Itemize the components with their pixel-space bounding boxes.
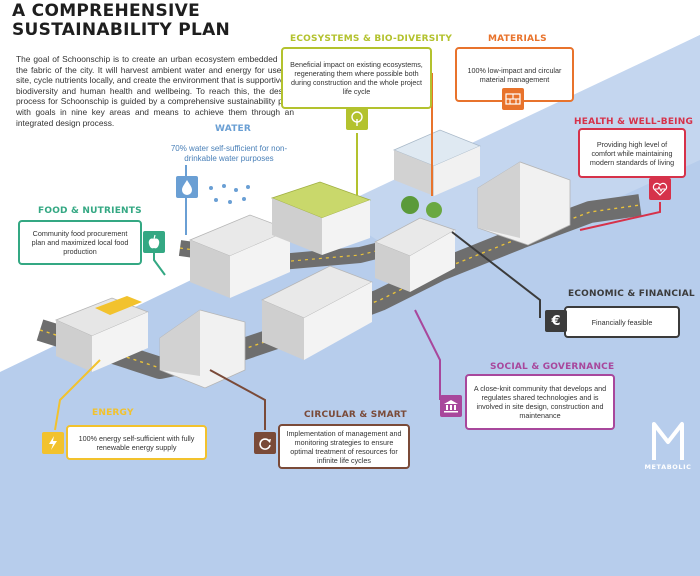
- house-right: [477, 161, 571, 246]
- ecosystems-title: ECOSYSTEMS & BIO-DIVERSITY: [290, 34, 453, 44]
- connector-social: [414, 309, 441, 400]
- bricks-icon: [502, 88, 524, 110]
- energy-box: 100% energy self-sufficient with fully r…: [66, 425, 207, 460]
- connector-economic: [451, 231, 541, 318]
- social-box: A close-knit community that develops and…: [465, 374, 615, 430]
- water-title: WATER: [215, 124, 252, 134]
- social-title: SOCIAL & GOVERNANCE: [490, 362, 615, 372]
- economic-title: ECONOMIC & FINANCIAL: [568, 289, 695, 299]
- cycle-arrows-icon: [254, 432, 276, 454]
- connector-circular: [209, 369, 266, 430]
- lightning-icon: [42, 432, 64, 454]
- house-green-roof: [270, 181, 372, 255]
- house-large: [261, 265, 373, 360]
- house-solar: [54, 296, 150, 372]
- intro-paragraph: The goal of Schoonschip is to create an …: [16, 54, 294, 128]
- greenhouse: [392, 129, 482, 196]
- health-title: HEALTH & WELL-BEING: [574, 117, 694, 127]
- title-line-2: SUSTAINABILITY PLAN: [12, 20, 231, 40]
- energy-title: ENERGY: [92, 408, 134, 418]
- health-box: Providing high level of comfort while ma…: [578, 128, 686, 178]
- food-title: FOOD & NUTRIENTS: [38, 206, 142, 216]
- institution-icon: [440, 395, 462, 417]
- water-text: 70% water self-sufficient for non-drinka…: [170, 144, 288, 163]
- apple-icon: [143, 231, 165, 253]
- materials-title: MATERIALS: [488, 34, 547, 44]
- circular-title: CIRCULAR & SMART: [304, 410, 407, 420]
- house-smart: [159, 309, 246, 389]
- title-line-1: A COMPREHENSIVE: [12, 1, 200, 21]
- connector-energy: [54, 359, 101, 431]
- tree-icon: [346, 108, 368, 130]
- euro-icon: €: [545, 310, 567, 332]
- metabolic-logo-mark: [652, 422, 684, 460]
- ecosystems-box: Beneficial impact on existing ecosystems…: [281, 47, 432, 109]
- house-water: [188, 214, 292, 298]
- tree: [426, 202, 442, 218]
- house-center: [374, 217, 456, 292]
- connector-health: [579, 202, 661, 231]
- page-title: A COMPREHENSIVE SUSTAINABILITY PLAN: [12, 2, 232, 40]
- heart-pulse-icon: [649, 178, 671, 200]
- rain-drops-icon: [209, 184, 250, 204]
- metabolic-logo-text: METABOLIC: [644, 463, 692, 471]
- water-drop-icon: [176, 176, 198, 198]
- economic-box: Financially feasible: [564, 306, 680, 338]
- circular-box: Implementation of management and monitor…: [278, 424, 410, 469]
- food-box: Community food procurement plan and maxi…: [18, 220, 142, 265]
- tree: [401, 196, 419, 214]
